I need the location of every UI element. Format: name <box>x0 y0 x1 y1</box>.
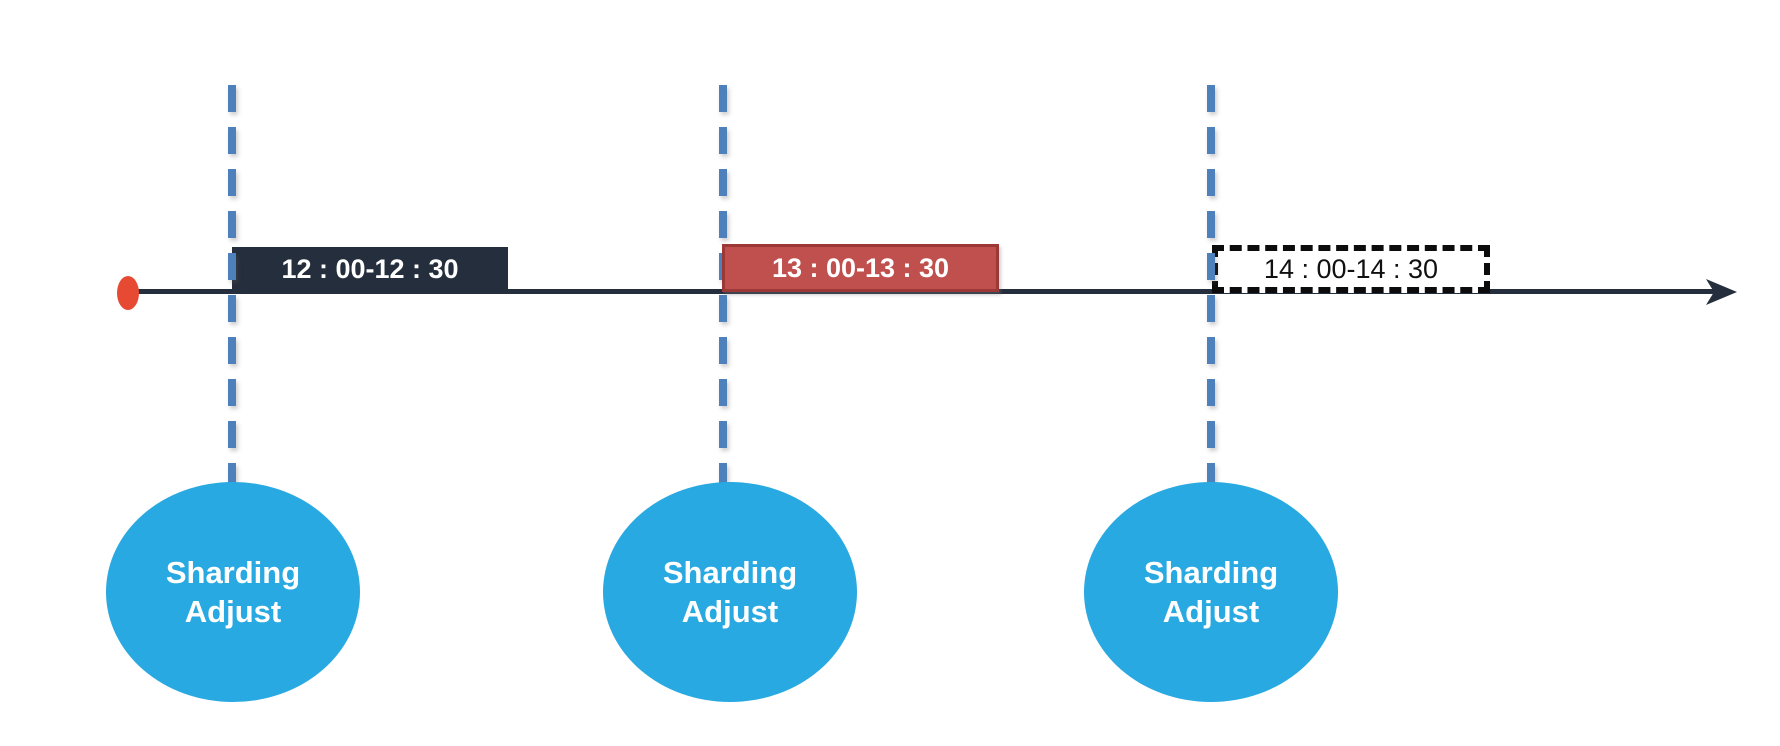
interval-label-2: 13 : 00-13 : 30 <box>771 252 950 283</box>
dashed-connector-3 <box>1207 85 1215 483</box>
event-label-line1: Sharding <box>1143 555 1279 590</box>
interval-label-1: 12 : 00-12 : 30 <box>281 253 459 284</box>
event-label-line1: Sharding <box>165 555 301 590</box>
timeline-arrowhead-icon <box>1706 279 1737 305</box>
dashed-connector-1 <box>228 85 236 483</box>
event-label-line2: Adjust <box>1162 594 1260 629</box>
event-label-line2: Adjust <box>681 594 779 629</box>
event-label-line1: Sharding <box>662 555 798 590</box>
sharding-adjust-circle-3: Sharding Adjust <box>1084 482 1338 702</box>
interval-box-1400-1430: 14 : 00-14 : 30 <box>1212 245 1490 293</box>
interval-label-3: 14 : 00-14 : 30 <box>1263 253 1439 284</box>
timeline-origin-dot <box>117 276 139 310</box>
event-label-line2: Adjust <box>184 594 282 629</box>
sharding-adjust-circle-2: Sharding Adjust <box>603 482 857 702</box>
sharding-adjust-circle-1: Sharding Adjust <box>106 482 360 702</box>
interval-box-1300-1330: 13 : 00-13 : 30 <box>722 244 999 292</box>
interval-box-1200-1230: 12 : 00-12 : 30 <box>232 247 508 291</box>
